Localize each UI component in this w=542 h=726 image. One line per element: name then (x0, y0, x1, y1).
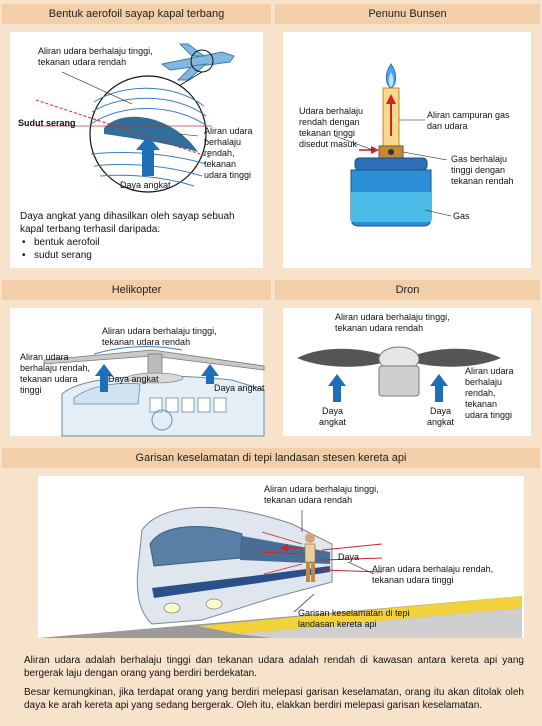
bunsen-title: Penunu Bunsen (275, 4, 540, 24)
bullet-item: bentuk aerofoil (22, 236, 256, 249)
aerofoil-description: Daya angkat yang dihasilkan oleh sayap s… (20, 210, 256, 262)
drone-panel: Dron Aliran udara berhalaju tinggi, teka… (275, 280, 540, 442)
lift-arrow-icon (328, 374, 346, 402)
heli-label-top: Aliran udara berhalaju tinggi, tekanan u… (102, 326, 217, 347)
lift-arrow-icon (430, 374, 448, 402)
drone-label-right: Aliran udara berhalaju rendah, tekanan u… (465, 366, 514, 420)
aerofoil-label-slow: Aliran udara berhalaju rendah, tekanan u… (204, 126, 253, 180)
person-icon (304, 533, 316, 582)
heli-label-lift2: Daya angkat (214, 383, 265, 393)
safety-line (198, 596, 522, 634)
bunsen-label-gas: Gas (453, 211, 470, 221)
train-label-top: Aliran udara berhalaju tinggi, tekanan u… (264, 484, 379, 505)
aerofoil-title: Bentuk aerofoil sayap kapal terbang (2, 4, 271, 24)
aerofoil-label-lift: Daya angkat (120, 180, 171, 190)
lift-arrow-icon (136, 136, 160, 176)
bunsen-label-left: Udara berhalaju rendah dengan tekanan ti… (299, 106, 364, 149)
train-label-line: Garisan keselamatan di tepi landasan ker… (298, 608, 410, 629)
drone-illustration (297, 346, 501, 402)
train-label-force: Daya (338, 552, 360, 562)
bullet-item: sudut serang (22, 249, 256, 262)
drone-label-lift2: Daya angkat (427, 406, 455, 427)
lift-arrow-icon (201, 364, 219, 384)
heli-illustration (43, 346, 265, 437)
bunsen-illustration (334, 63, 452, 227)
bunsen-box (283, 32, 531, 268)
bunsen-label-right-top: Aliran campuran gas dan udara (427, 110, 510, 131)
heli-label-lift1: Daya angkat (108, 374, 159, 384)
rotor-blade (43, 349, 265, 371)
lift-arrow-icon (95, 364, 113, 392)
aerofoil-label-angle: Sudut serang (18, 118, 76, 128)
train-panel: Garisan keselamatan di tepi landasan ste… (2, 448, 540, 726)
aerofoil-desc-intro: Daya angkat yang dihasilkan oleh sayap s… (20, 211, 235, 235)
aerofoil-panel: Bentuk aerofoil sayap kapal terbang (2, 4, 271, 275)
bunsen-label-right-mid: Gas berhalaju tinggi dengan tekanan rend… (451, 154, 514, 186)
heli-label-left: Aliran udara berhalaju rendah, tekanan u… (20, 352, 91, 395)
drone-body (378, 365, 420, 397)
heli-panel: Helikopter Aliran udara berhalaju tinggi… (2, 280, 271, 442)
train-para2: Besar kemungkinan, jika terdapat orang y… (24, 687, 524, 711)
train-windscreen (149, 526, 243, 567)
train-para1: Aliran udara adalah berhalaju tinggi dan… (24, 655, 524, 679)
train-title: Garisan keselamatan di tepi landasan ste… (2, 448, 540, 468)
aerofoil-bullets: bentuk aerofoil sudut serang (20, 236, 256, 262)
propeller-right (413, 348, 501, 367)
bunsen-panel: Penunu Bunsen Udara (275, 4, 540, 275)
train-label-right: Aliran udara berhalaju rendah, tekanan u… (372, 564, 494, 585)
heli-title: Helikopter (2, 280, 271, 300)
propeller-left (297, 348, 385, 367)
train-illustration (38, 506, 522, 638)
aerofoil-illustration (35, 43, 235, 193)
drone-label-top: Aliran udara berhalaju tinggi, tekanan u… (335, 312, 450, 333)
drone-title: Dron (275, 280, 540, 300)
aerofoil-label-fast: Aliran udara berhalaju tinggi, tekanan u… (38, 46, 153, 67)
drone-label-lift1: Daya angkat (319, 406, 347, 427)
